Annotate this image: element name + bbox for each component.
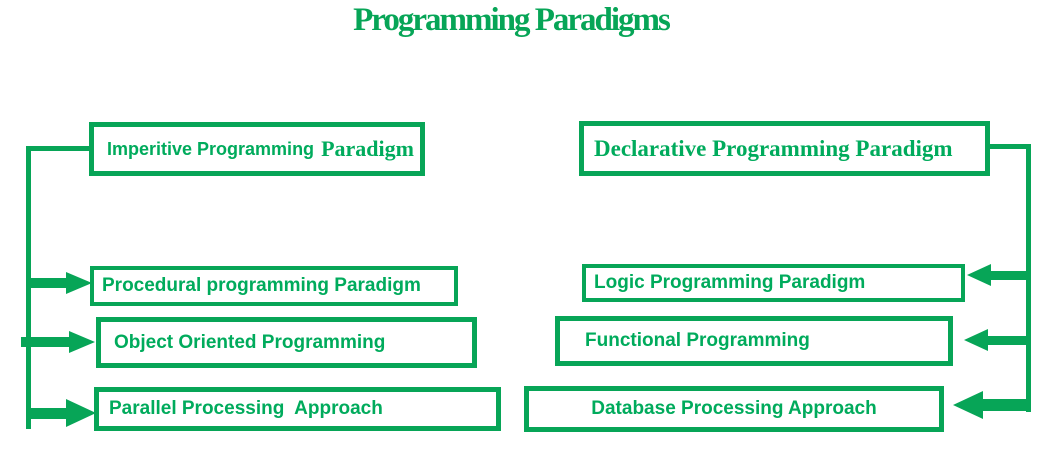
diagram-title: Programming Paradigms [353,2,671,38]
node-functional-programming: Functional Programming [555,316,953,366]
node-label: Database Processing Approach [591,398,877,419]
node-label-part2: Paradigm [321,136,414,161]
arrow-head [69,331,95,353]
node-label-part1: Imperitive Programming [107,138,315,159]
node-label: Parallel Processing Approach [109,398,383,419]
arrow-shaft [983,399,1031,411]
arrow-head [66,399,96,427]
node-imperative-programming-paradigm: Imperitive Programming Paradigm [89,122,425,176]
arrow-right-icon [21,331,95,353]
left-branch-horizontal-line [26,146,92,151]
arrow-shaft [26,407,66,419]
right-branch-horizontal-line [985,144,1031,149]
node-procedural-programming-paradigm: Procedural programming Paradigm [90,266,458,306]
node-label: Declarative Programming Paradigm [594,135,953,161]
arrow-left-icon [964,329,1031,351]
arrow-left-icon [953,391,1031,419]
arrow-shaft [26,278,66,288]
node-parallel-processing-approach: Parallel Processing Approach [94,387,501,431]
node-label: Functional Programming [585,330,810,351]
arrow-head [964,329,988,351]
arrow-shaft [988,335,1031,345]
node-label: Object Oriented Programming [114,331,386,353]
arrow-head [967,264,991,286]
arrow-head [66,272,92,294]
arrow-head [953,391,983,419]
node-database-processing-approach: Database Processing Approach [524,386,944,432]
node-object-oriented-programming: Object Oriented Programming [96,317,477,368]
arrow-right-icon [26,399,96,427]
node-label: Logic Programming Paradigm [594,272,866,293]
node-logic-programming-paradigm: Logic Programming Paradigm [582,264,965,302]
arrow-shaft [991,270,1031,280]
arrow-left-icon [967,264,1031,286]
node-declarative-programming-paradigm: Declarative Programming Paradigm [579,121,990,176]
arrow-right-icon [26,272,92,294]
node-label: Procedural programming Paradigm [102,275,421,296]
arrow-shaft [21,337,69,347]
